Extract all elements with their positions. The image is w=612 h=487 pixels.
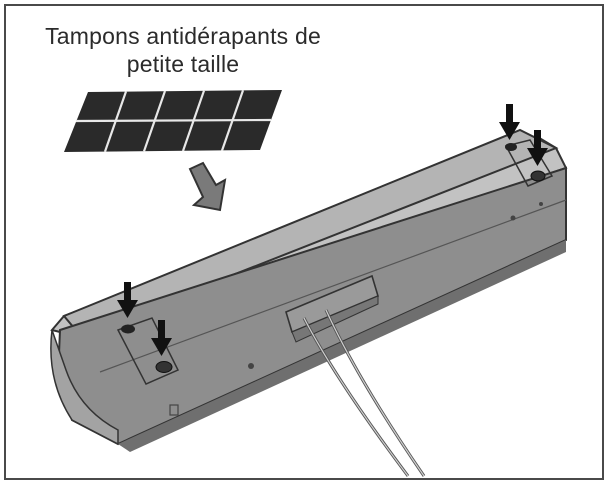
soundbar-body <box>50 128 568 452</box>
caption: Tampons antidérapants de petite taille <box>18 22 348 78</box>
pad-sheet-icon <box>64 90 282 152</box>
pointer-arrow-icon <box>117 104 548 356</box>
caption-line-2: petite taille <box>126 51 240 77</box>
caption-line-1: Tampons antidérapants de <box>45 23 321 49</box>
placement-arrow-icon <box>188 161 227 212</box>
